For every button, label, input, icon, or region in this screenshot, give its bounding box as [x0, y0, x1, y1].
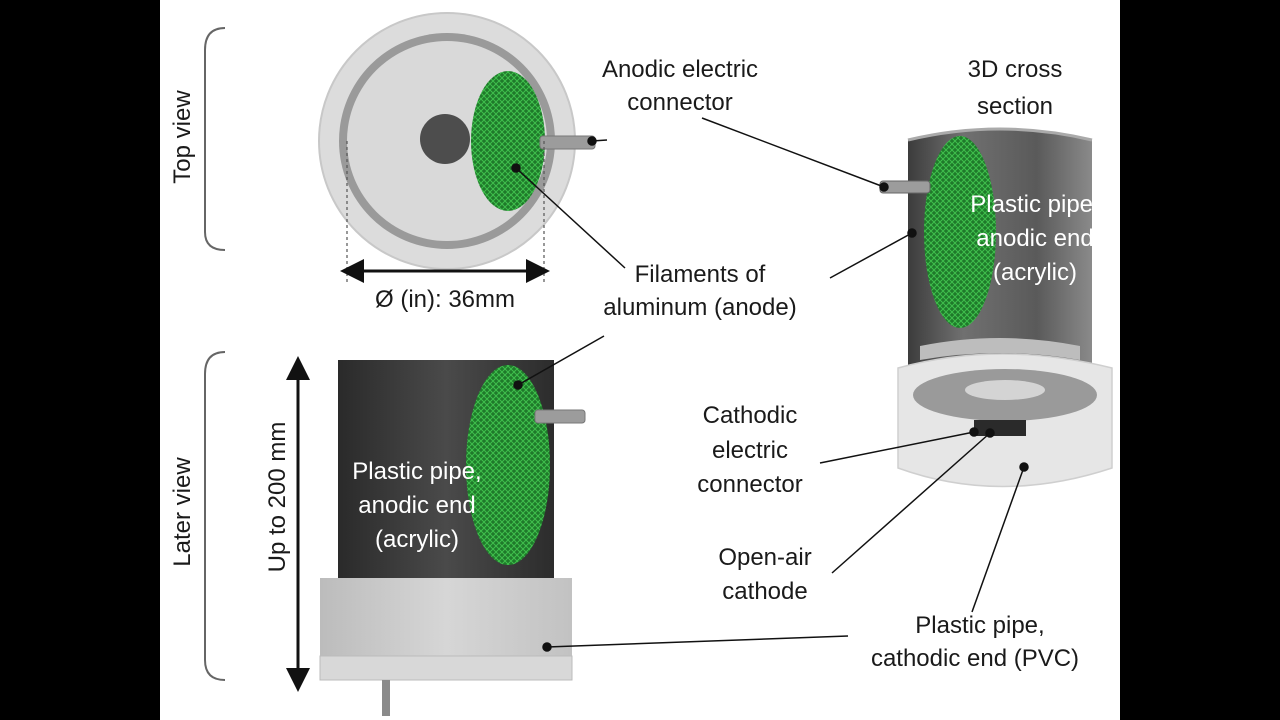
top-view-bracket [204, 27, 226, 251]
cathodic-connector-label-line2: electric [711, 437, 789, 464]
cross-section-figure [879, 127, 1113, 488]
cathodic-connector-label-line1: Cathodic [702, 402, 798, 429]
leader-lines [511, 117, 1029, 652]
pipe-anodic-3d-label-line1: Plastic pipe, [970, 191, 1100, 218]
top-view-label: Top view [169, 90, 196, 184]
pipe-anodic-side-label-line3: (acrylic) [375, 526, 459, 553]
pvc-label-line2: cathodic end (PVC) [870, 645, 1080, 672]
top-view-figure [318, 12, 596, 285]
cross-section-title-line1: 3D cross [967, 56, 1063, 83]
anode-mesh-3d [924, 136, 996, 328]
pipe-anodic-side-label-line2: anodic end [358, 492, 476, 519]
diameter-label: Ø (in): 36mm [374, 286, 515, 313]
pipe-anodic-side-label-line1: Plastic pipe, [352, 458, 482, 485]
pvc-cap-side [320, 578, 572, 658]
height-dimension-label: Up to 200 mm [264, 421, 291, 573]
open-air-cathode-label-line2: cathode [722, 578, 808, 605]
anode-mesh-top [471, 71, 545, 211]
anodic-connector-label-line1: Anodic electric [601, 56, 759, 83]
anodic-connector-rod-top [539, 135, 596, 150]
anode-mesh-side [466, 365, 550, 565]
filaments-label-line1: Filaments of [634, 261, 766, 288]
pipe-anodic-3d-label-line2: anodic end [976, 225, 1094, 252]
filaments-label-line2: aluminum (anode) [603, 294, 797, 321]
later-view-label: Later view [169, 457, 196, 567]
cathodic-connector-label-line3: connector [697, 471, 803, 498]
later-view-bracket [204, 351, 226, 681]
pipe-anodic-3d-label-line3: (acrylic) [993, 259, 1077, 286]
open-air-cathode-label-line1: Open-air [718, 544, 812, 571]
anodic-connector-label-line2: connector [627, 89, 733, 116]
cross-section-title-line2: section [976, 93, 1054, 120]
pvc-label-line1: Plastic pipe, [915, 612, 1045, 639]
diagram-panel: Top view Later view Up to 200 mm Ø (in):… [160, 0, 1120, 720]
diagram-graphics [204, 12, 1113, 716]
lateral-view-figure [286, 356, 586, 716]
